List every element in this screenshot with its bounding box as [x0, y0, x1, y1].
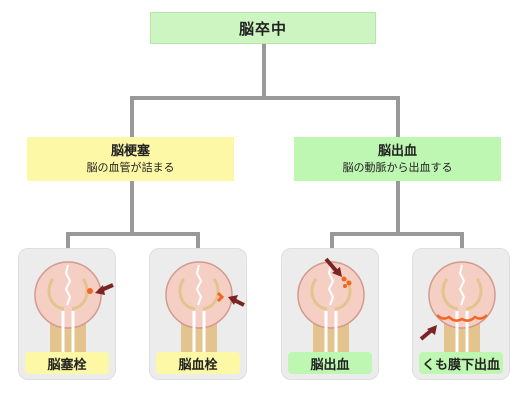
connector-right-a	[330, 232, 334, 249]
connector-right-bar	[330, 232, 464, 236]
subtype-label: くも膜下出血	[419, 352, 503, 374]
subtype-label: 脳塞栓	[25, 352, 109, 374]
category-title: 脳出血	[377, 143, 417, 159]
subtype-card-subarachnoid: くも膜下出血	[412, 248, 510, 380]
connector-left-bar	[66, 232, 199, 236]
category-title: 脳梗塞	[110, 143, 150, 159]
connector-right-drop	[396, 96, 400, 137]
connector-left-a	[66, 232, 70, 249]
brain-hemorrhage-icon	[297, 257, 365, 353]
connector-left-drop	[130, 96, 134, 137]
category-hemorrhage: 脳出血 脳の動脈から出血する	[294, 137, 501, 181]
subarachnoid-hemorrhage-icon	[419, 261, 496, 353]
category-subtitle: 脳の血管が詰まる	[86, 160, 175, 174]
subtype-card-thrombosis: 脳血栓	[149, 248, 247, 380]
connector-left-b	[196, 232, 200, 249]
connector-left-stem	[130, 181, 134, 234]
subtype-card-hemorrhage: 脳出血	[281, 248, 379, 380]
connector-top-bar	[130, 96, 400, 100]
brain-embolism-icon	[34, 261, 114, 353]
brain-thrombosis-icon	[165, 261, 245, 353]
connector-root-stem	[262, 44, 266, 99]
root-label: 脳卒中	[238, 19, 287, 38]
subtype-card-embolism: 脳塞栓	[18, 248, 116, 380]
root-node: 脳卒中	[150, 12, 376, 44]
category-subtitle: 脳の動脈から出血する	[342, 160, 453, 174]
category-infarction: 脳梗塞 脳の血管が詰まる	[27, 137, 234, 181]
connector-right-stem	[396, 181, 400, 234]
connector-right-b	[460, 232, 464, 249]
subtype-label: 脳出血	[288, 352, 372, 374]
subtype-label: 脳血栓	[156, 352, 240, 374]
